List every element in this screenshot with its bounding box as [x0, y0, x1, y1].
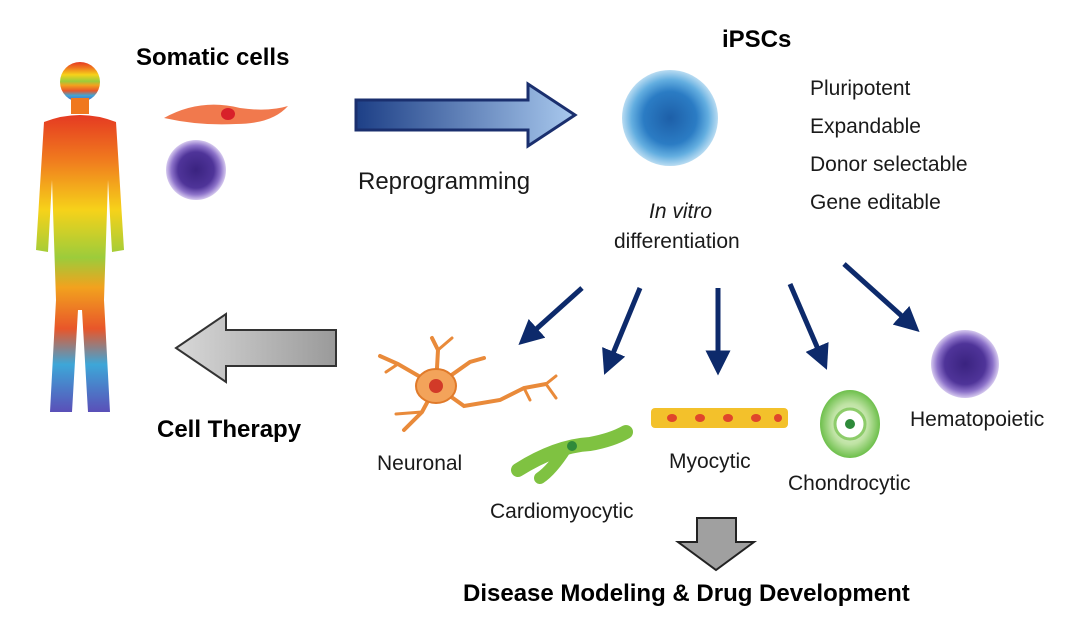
fibroblast-cell-icon	[164, 104, 288, 125]
arrow-to-hematopoietic	[842, 262, 920, 333]
myocytic-label: Myocytic	[669, 450, 751, 473]
chondrocyte-cell-icon	[820, 390, 880, 458]
property-gene-editable: Gene editable	[810, 191, 941, 214]
reprogramming-arrow	[354, 81, 578, 149]
chondrocytic-label: Chondrocytic	[788, 472, 911, 495]
ipsc-property-list: Pluripotent Expandable Donor selectable …	[810, 70, 968, 222]
property-pluripotent: Pluripotent	[810, 77, 911, 100]
myocyte-cell-icon	[651, 408, 788, 428]
hematopoietic-label: Hematopoietic	[910, 408, 1045, 431]
neuronal-label: Neuronal	[377, 452, 463, 475]
somatic-cells-title: Somatic cells	[136, 44, 290, 71]
neuron-cell-icon	[378, 336, 558, 432]
disease-modeling-arrow	[674, 517, 758, 572]
in-vitro-label: In vitro	[649, 200, 713, 223]
differentiation-label: differentiation	[614, 230, 740, 253]
blood-cell-icon	[166, 140, 226, 200]
arrow-to-cardiomyocytic	[602, 287, 643, 375]
property-donor-selectable: Donor selectable	[810, 153, 968, 176]
cell-therapy-label: Cell Therapy	[157, 416, 302, 443]
property-expandable: Expandable	[810, 115, 921, 138]
cardiomyocytic-label: Cardiomyocytic	[490, 500, 634, 523]
arrow-to-chondrocytic	[787, 283, 829, 370]
human-body-figure	[36, 62, 124, 412]
hematopoietic-cell-icon	[931, 330, 999, 398]
cardiomyocyte-cell-icon	[511, 425, 633, 484]
ipscs-title: iPSCs	[722, 26, 792, 53]
differentiation-arrows	[518, 262, 920, 376]
reprogramming-label: Reprogramming	[358, 168, 531, 195]
cell-therapy-arrow	[174, 312, 337, 384]
disease-modeling-label: Disease Modeling & Drug Development	[463, 580, 910, 607]
arrow-to-neuronal	[518, 286, 584, 346]
ipsc-cell-icon	[622, 70, 718, 166]
